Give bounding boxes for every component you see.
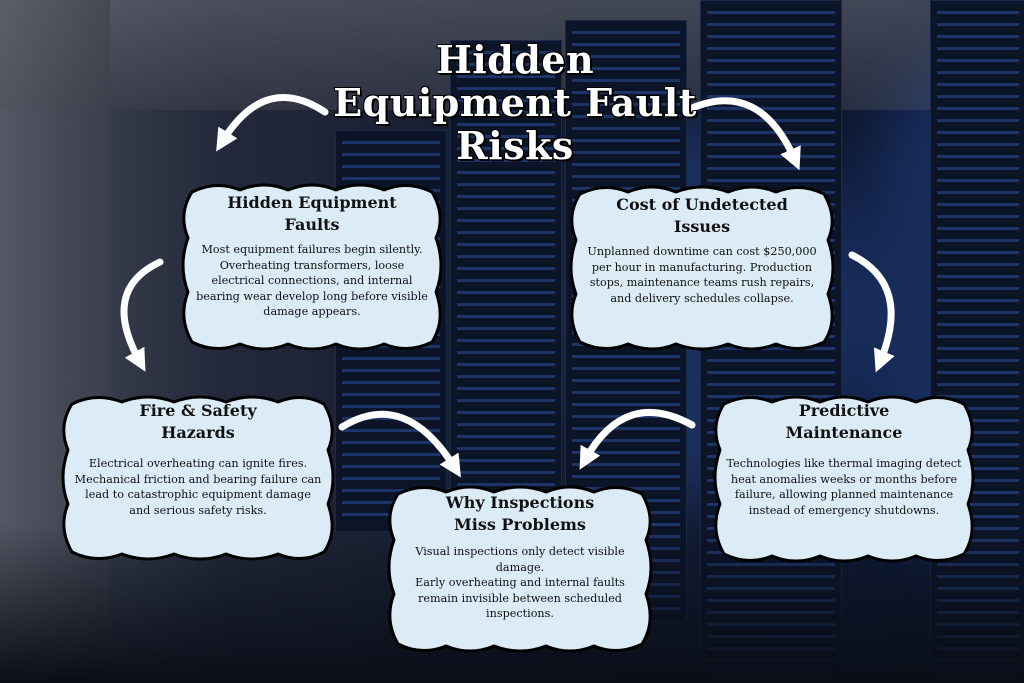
arrow-hidden-faults-to-fire <box>120 258 164 372</box>
cloud-bubble <box>713 395 975 563</box>
card-body: Technologies like thermal imaging detect… <box>726 457 962 517</box>
card-heading: Why Inspections Miss Problems <box>445 493 595 534</box>
arrow-title-to-hidden-faults <box>216 94 329 152</box>
card-heading: Hidden Equipment Faults <box>227 193 397 234</box>
card-hidden-equipment-faults: Hidden Equipment Faults Most equipment f… <box>176 178 448 356</box>
card-predictive-maintenance: Predictive Maintenance Technologies like… <box>708 390 980 568</box>
cloud-bubble <box>569 185 835 351</box>
arrow-title-to-cost <box>688 97 801 171</box>
card-fire-and-safety-hazards: Fire & Safety Hazards Electrical overhea… <box>56 390 340 566</box>
card-heading: Predictive Maintenance <box>785 401 903 442</box>
card-heading: Cost of Undetected Issues <box>616 195 788 236</box>
card-body: Most equipment failures begin silently. … <box>196 243 428 318</box>
card-heading: Fire & Safety Hazards <box>139 401 257 442</box>
card-body-line: Early overheating and internal faults re… <box>415 576 625 620</box>
arrow-predictive-to-inspections <box>579 408 696 470</box>
cloud-bubble <box>61 395 335 561</box>
card-body: Electrical overheating can ignite fires.… <box>74 457 322 517</box>
card-body: Unplanned downtime can cost $250,000 per… <box>587 245 817 305</box>
page-title: Hidden Equipment Fault Risks <box>332 37 697 168</box>
cloud-bubble <box>387 485 653 653</box>
cloud-bubble <box>181 183 443 351</box>
arrow-fire-to-inspections <box>338 410 461 478</box>
card-why-inspections-miss-problems: Why Inspections Miss Problems Visual ins… <box>382 480 658 658</box>
card-body-line: Visual inspections only detect visible d… <box>415 545 625 574</box>
card-cost-of-undetected-issues: Cost of Undetected Issues Unplanned down… <box>564 180 840 356</box>
arrow-cost-to-predictive <box>848 251 895 373</box>
